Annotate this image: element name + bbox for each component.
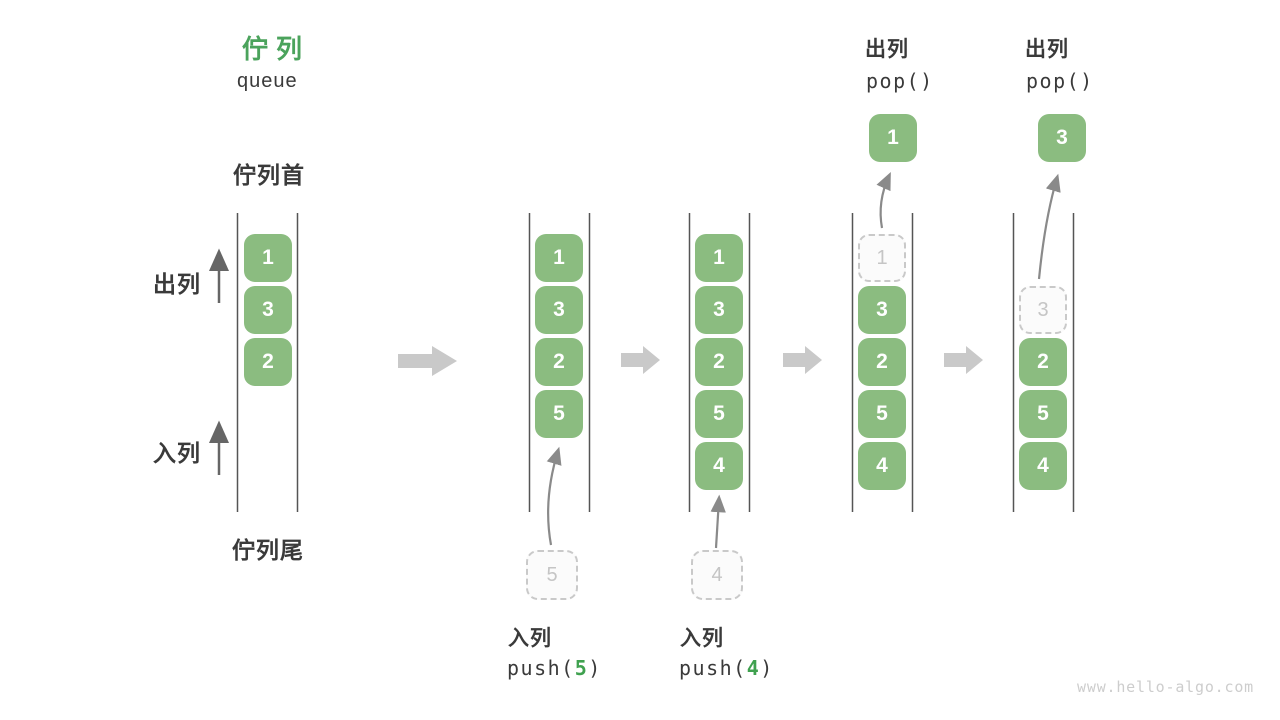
- code-post: ): [588, 656, 602, 680]
- code-arg: 4: [746, 656, 761, 680]
- queue-cell: 3: [858, 286, 906, 334]
- watermark: www.hello-algo.com: [1077, 678, 1254, 696]
- enqueue-action-label: 入列: [508, 627, 552, 650]
- queue-cell: 3: [695, 286, 743, 334]
- dequeue-action-label: 出列: [1025, 38, 1069, 61]
- pop1-arrow-icon: [876, 172, 891, 229]
- queue-cell: 2: [858, 338, 906, 386]
- transition-arrows: [398, 346, 983, 376]
- code-arg: 5: [574, 656, 589, 680]
- enqueue-side-label: 入列: [153, 440, 201, 466]
- queue-cell: 4: [858, 442, 906, 490]
- queue-cell: 5: [695, 390, 743, 438]
- code-post: ): [760, 656, 774, 680]
- pop-code-label: pop(): [1026, 69, 1094, 93]
- code-pre: push(: [679, 656, 747, 680]
- popped-cell: 3: [1038, 114, 1086, 162]
- diagram-title-en: queue: [237, 70, 298, 92]
- queue-cell: 5: [1019, 390, 1067, 438]
- queue-rear-label: 佇列尾: [232, 537, 304, 563]
- queue-cell: 1: [535, 234, 583, 282]
- push4-code-label: push(4): [679, 656, 774, 680]
- popped-cell: 1: [869, 114, 917, 162]
- removed-ghost-cell: 1: [858, 234, 906, 282]
- push5-arrow-icon: [546, 446, 562, 546]
- queue-cell: 5: [858, 390, 906, 438]
- queue-cell: 4: [695, 442, 743, 490]
- dequeue-action-label: 出列: [865, 38, 909, 61]
- queue-cell: 2: [695, 338, 743, 386]
- queue-front-label: 佇列首: [233, 162, 305, 188]
- incoming-ghost-cell: 5: [526, 550, 578, 600]
- transition-arrow-4-icon: [944, 346, 983, 374]
- pop-code-label: pop(): [866, 69, 934, 93]
- queue-cell: 3: [535, 286, 583, 334]
- queue-cell: 2: [1019, 338, 1067, 386]
- queue-cell: 4: [1019, 442, 1067, 490]
- queue-cell: 5: [535, 390, 583, 438]
- removed-ghost-cell: 3: [1019, 286, 1067, 334]
- transition-arrow-3-icon: [783, 346, 822, 374]
- queue-cell: 2: [535, 338, 583, 386]
- push4-arrow-icon: [710, 494, 726, 549]
- push5-code-label: push(5): [507, 656, 602, 680]
- code-pre: push(: [507, 656, 575, 680]
- queue-cell: 2: [244, 338, 292, 386]
- pop3-arrow-icon: [1037, 173, 1061, 280]
- queue-cell: 3: [244, 286, 292, 334]
- queue-cell: 1: [244, 234, 292, 282]
- enqueue-action-label: 入列: [680, 627, 724, 650]
- queue-cell: 1: [695, 234, 743, 282]
- dequeue-side-label: 出列: [153, 271, 201, 297]
- diagram-title-zh: 佇列: [242, 34, 311, 64]
- incoming-ghost-cell: 4: [691, 550, 743, 600]
- queue-walls: [236, 213, 1075, 512]
- transition-arrow-1-icon: [398, 346, 457, 376]
- transition-arrow-2-icon: [621, 346, 660, 374]
